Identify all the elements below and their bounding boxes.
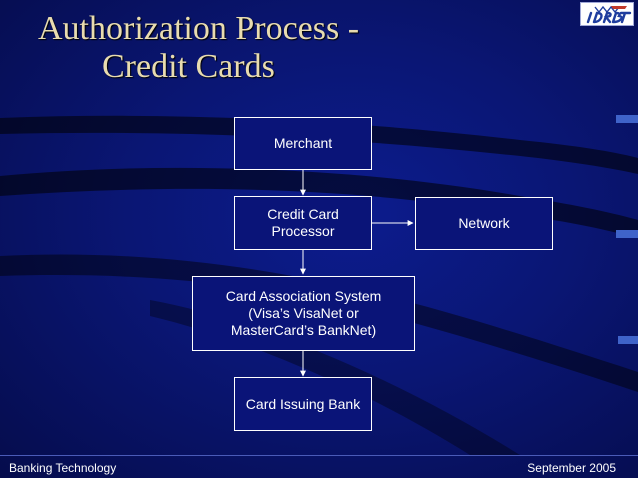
node-merchant-label: Merchant: [273, 135, 333, 151]
node-issuer-label: Card Issuing Bank: [245, 395, 361, 412]
title-line-2: Credit Cards: [102, 48, 275, 85]
edge-decoration: [618, 336, 638, 344]
node-network-label: Network: [458, 215, 510, 231]
title-line-1: Authorization Process -: [38, 10, 360, 47]
node-card-issuing-bank: Card Issuing Bank: [234, 377, 372, 431]
idrbt-logo: [580, 2, 634, 26]
idrbt-logo-mark: [586, 5, 632, 24]
node-processor-label: Credit Card Processor: [267, 206, 339, 239]
node-association-label: Card Association System (Visa’s VisaNet …: [225, 288, 382, 338]
node-merchant: Merchant: [234, 117, 372, 170]
slide-title: Authorization Process - Credit Cards: [38, 10, 438, 86]
footer-left-text: Banking Technology: [9, 461, 117, 475]
node-credit-card-processor: Credit Card Processor: [234, 196, 372, 250]
footer-divider: [0, 455, 638, 456]
footer-right-text: September 2005: [527, 461, 616, 475]
edge-decoration: [616, 230, 638, 238]
edge-decoration: [616, 115, 638, 123]
node-network: Network: [415, 197, 553, 250]
node-card-association-system: Card Association System (Visa’s VisaNet …: [192, 276, 415, 351]
